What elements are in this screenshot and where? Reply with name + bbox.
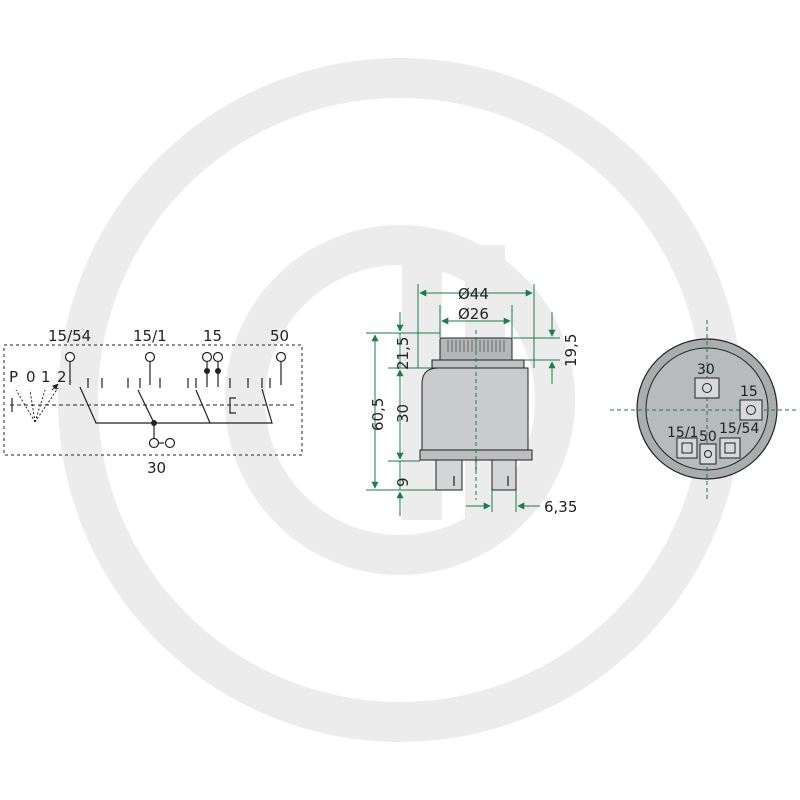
schematic-terminals <box>64 351 287 387</box>
terminal-50 <box>275 351 287 363</box>
switching-schematic: 15/54 15/1 15 50 P 0 1 2 <box>3 327 303 477</box>
rear-terminal-15 <box>739 399 763 421</box>
dim-label-pin-height: 9 <box>394 477 412 487</box>
schematic-terminal-label-15: 15 <box>203 327 222 345</box>
dim-label-inner-diameter: Ø26 <box>458 305 489 323</box>
rear-label-15-54: 15/54 <box>719 421 759 437</box>
dim-pin-width <box>466 490 540 512</box>
rear-terminal-50 <box>699 443 717 465</box>
dim-label-body-height: 30 <box>394 404 412 423</box>
terminal-15-1 <box>144 351 156 363</box>
terminal-15-a <box>201 351 213 363</box>
position-label-1: 1 <box>41 368 51 386</box>
rear-label-15: 15 <box>740 384 758 400</box>
junction-dot <box>215 368 221 374</box>
dim-cap-height <box>512 312 560 384</box>
position-label-2: 2 <box>57 368 67 386</box>
rear-terminal-15-1 <box>676 437 698 459</box>
dim-label-outer-diameter: Ø44 <box>458 285 489 303</box>
connector-pin-right <box>491 459 517 491</box>
dim-extension-left <box>366 332 440 491</box>
spring-return-arrow <box>51 383 59 391</box>
schematic-terminal-label-50: 50 <box>270 327 289 345</box>
side-view: Ø44 Ø26 60,5 21,5 30 <box>366 284 580 516</box>
position-fan <box>15 387 59 423</box>
terminal-30-b <box>164 437 176 449</box>
dim-label-top-height: 21,5 <box>394 337 412 370</box>
dim-label-cap-height: 19,5 <box>562 334 580 367</box>
schematic-terminal-label-15-1: 15/1 <box>133 327 167 345</box>
dim-outer-diameter <box>417 284 535 368</box>
cap-knurl <box>447 340 505 352</box>
rear-label-15-1: 15/1 <box>667 425 698 441</box>
position-label-0: 0 <box>26 368 36 386</box>
schematic-common-terminal-label: 30 <box>147 459 166 477</box>
position-label-p: P <box>9 368 18 386</box>
rear-terminal-15-54 <box>719 437 741 459</box>
junction-dot <box>204 368 210 374</box>
rear-terminal-30 <box>694 377 720 399</box>
terminal-30-a <box>148 437 160 449</box>
stop-bracket <box>229 397 236 414</box>
rear-view: 30 15 15/1 50 15/54 <box>610 320 798 500</box>
schematic-terminal-label-15-54: 15/54 <box>48 327 91 345</box>
dim-label-total-height: 60,5 <box>369 398 387 431</box>
junction-dot <box>151 420 157 426</box>
connector-pin-left <box>435 459 463 491</box>
contact-ticks <box>87 378 271 388</box>
rear-label-30: 30 <box>697 362 715 378</box>
rear-terminal-blocks <box>676 377 763 465</box>
switch-housing <box>421 367 529 451</box>
mounting-ring <box>431 359 525 369</box>
terminal-15-b <box>212 351 224 363</box>
rear-label-50: 50 <box>699 429 717 445</box>
terminal-15-54 <box>64 351 76 363</box>
dim-label-pin-width: 6,35 <box>544 498 577 516</box>
